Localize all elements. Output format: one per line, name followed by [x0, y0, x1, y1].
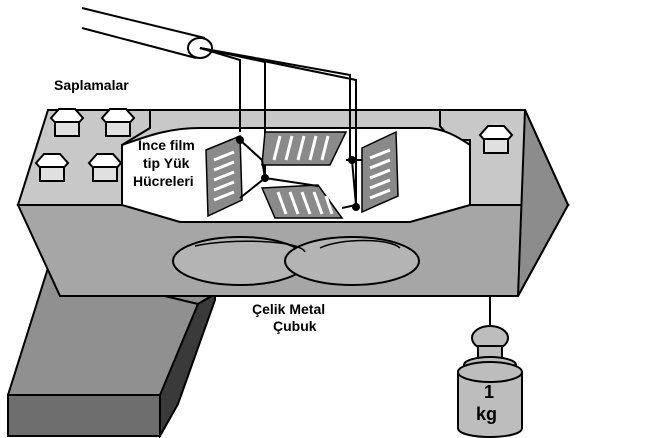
film-label-line1: İnce film: [138, 137, 195, 153]
hex-bolt-icon: [87, 153, 123, 182]
strain-gauge-icon: [361, 130, 399, 214]
hole-inner-right: [319, 239, 401, 249]
weight-label-value: 1: [484, 382, 494, 402]
studs-label: Saplamalar: [54, 77, 129, 93]
bar-label-line2: Çubuk: [273, 318, 317, 334]
base-front: [7, 394, 161, 437]
bar-label-line1: Çelik Metal: [252, 301, 325, 317]
cable-icon: [81, 7, 357, 205]
film-label-line3: Hücreleri: [133, 173, 194, 189]
base-right-side: [159, 292, 216, 438]
strain-gauges: [205, 130, 399, 219]
hex-bolt-icon: [49, 108, 85, 137]
hex-bolt-icon: [100, 108, 136, 137]
hole-inner-left: [194, 240, 306, 253]
gauge-wire: [239, 139, 267, 199]
weight-icon: [457, 296, 523, 438]
hex-bolt-icon: [478, 125, 514, 154]
bar-hole-right: [284, 236, 420, 286]
junction-dot: [352, 203, 360, 211]
junction-dot: [348, 156, 356, 164]
weight-label-unit: kg: [476, 404, 497, 424]
strain-gauge-icon: [261, 131, 348, 166]
bolts: [34, 108, 514, 182]
junction-dot: [236, 136, 244, 144]
hex-bolt-icon: [34, 153, 70, 182]
gauge-wire: [264, 177, 319, 187]
junction-dot: [261, 174, 269, 182]
bar-side: [517, 109, 570, 297]
film-label-line2: tip Yük: [143, 155, 190, 171]
strain-gauge-icon: [205, 134, 243, 218]
strain-gauge-icon: [260, 184, 344, 219]
